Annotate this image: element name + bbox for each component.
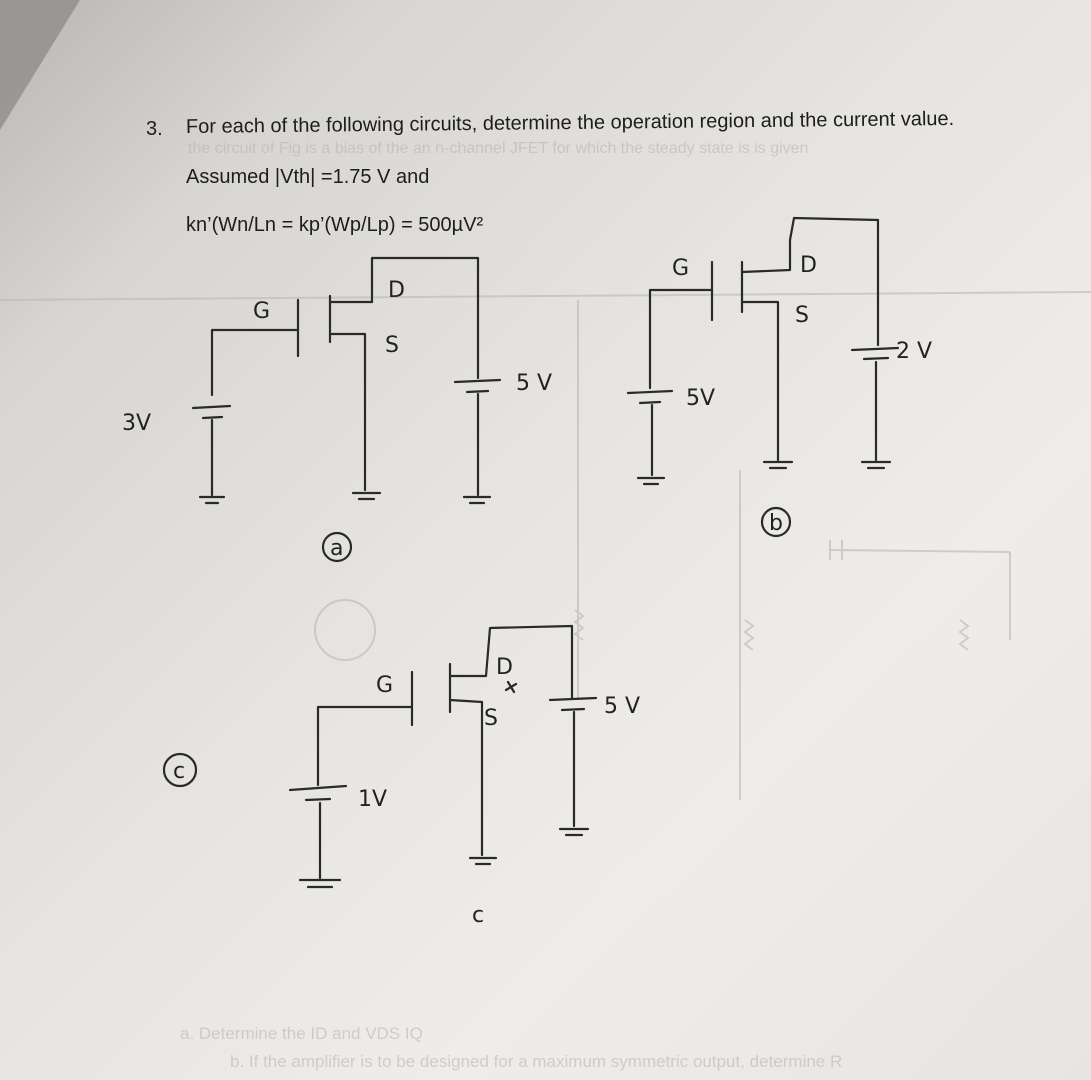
circuit-c-drain-label: D [496,655,513,680]
bleed-through-circuit [0,291,1091,800]
circuit-a-drain-label: D [388,278,405,303]
circuit-a-gate-voltage: 3V [122,411,151,436]
circuit-a-source-label: S [385,333,399,358]
bleed-through-bottom-2: b. If the amplifier is to be designed fo… [230,1052,843,1071]
circuit-a-id: a [330,536,343,561]
bleed-through-top: the circuit of Fig is a bias of the an n… [188,140,809,157]
circuit-c-source-label: S [484,706,498,731]
question-line-3: kn’(Wn/Ln = kp’(Wp/Lp) = 500µV² [186,214,484,236]
circuit-b-source-label: S [795,303,809,328]
question-line-2: Assumed |Vth| =1.75 V and [186,166,430,188]
circuit-b-drain-voltage: 2 V [896,339,932,364]
circuit-b-gate-label: G [672,256,689,281]
circuit-a-drain-voltage: 5 V [516,371,552,396]
question-number: 3. [146,118,163,140]
circuit-c-gate-label: G [376,673,393,698]
desk-corner [0,0,80,130]
circuit-a [191,256,502,563]
circuit-c [162,624,598,889]
circuit-c-gate-voltage: 1V [358,787,387,812]
circuit-b-drain-label: D [800,253,817,278]
circuit-c-bottom-mark: c [472,903,484,928]
circuit-b-id: b [769,511,783,536]
circuit-c-id: c [173,759,185,784]
bleed-through-bottom-1: a. Determine the ID and VDS IQ [180,1024,423,1043]
circuit-b [626,216,900,538]
circuit-b-gate-voltage: 5V [686,386,715,411]
circuit-c-drain-voltage: 5 V [604,694,640,719]
circuit-a-gate-label: G [253,299,270,324]
